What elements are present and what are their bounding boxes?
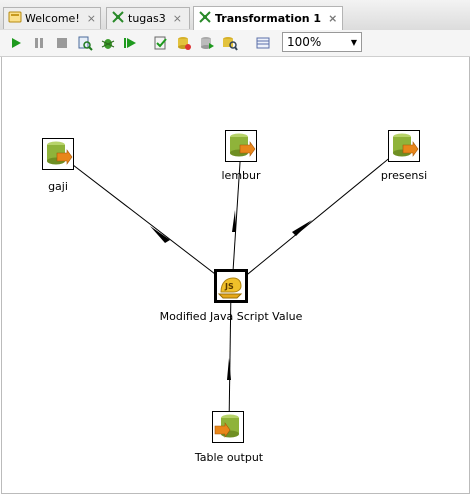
zoom-select[interactable]: 100% ▼ <box>282 32 362 52</box>
hop-arrow <box>232 210 236 232</box>
welcome-icon <box>8 10 22 27</box>
step-table-output[interactable] <box>212 411 244 443</box>
close-icon[interactable]: ⨯ <box>328 12 338 25</box>
hop-arrow <box>227 358 231 380</box>
table-input-icon <box>393 133 419 157</box>
step-gaji[interactable] <box>42 138 74 170</box>
verify-icon[interactable] <box>152 34 170 52</box>
show-results-icon[interactable] <box>254 34 272 52</box>
hop-lembur-js[interactable] <box>231 146 242 288</box>
table-input-icon <box>47 141 73 165</box>
transformation-icon <box>198 10 212 27</box>
debug-icon[interactable] <box>99 34 117 52</box>
tab-label: tugas3 <box>128 12 166 25</box>
step-modified-java-script-value[interactable]: JS <box>214 269 248 303</box>
sql-icon[interactable] <box>198 34 216 52</box>
transformation-toolbar <box>0 30 470 57</box>
run-icon[interactable] <box>7 34 25 52</box>
zoom-value: 100% <box>287 35 322 49</box>
step-label-presensi: presensi <box>380 169 428 182</box>
step-presensi[interactable] <box>388 130 420 162</box>
tab-transformation-1[interactable]: Transformation 1 ⨯ <box>193 6 343 30</box>
step-label-lembur: lembur <box>221 169 261 182</box>
tab-welcome[interactable]: Welcome! ⨯ <box>3 7 101 29</box>
step-label-output: Table output <box>194 451 264 464</box>
step-label-gaji: gaji <box>48 180 68 193</box>
preview-icon[interactable] <box>76 34 94 52</box>
explore-db-icon[interactable] <box>221 34 239 52</box>
hop-arrow <box>150 226 170 243</box>
stop-icon[interactable] <box>53 34 71 52</box>
editor-tab-bar: Welcome! ⨯ tugas3 ⨯ Transformation 1 ⨯ <box>0 0 470 31</box>
hop-arrow <box>292 220 312 236</box>
close-icon[interactable]: ⨯ <box>172 12 182 25</box>
table-input-icon <box>230 133 256 157</box>
close-icon[interactable]: ⨯ <box>86 12 96 25</box>
transformation-icon <box>111 10 125 27</box>
tab-label: Transformation 1 <box>215 12 322 25</box>
hop-gaji-js[interactable] <box>59 154 233 288</box>
hop-js-output[interactable] <box>228 286 232 428</box>
tab-tugas3[interactable]: tugas3 ⨯ <box>106 7 190 29</box>
step-label-js: Modified Java Script Value <box>159 310 303 323</box>
pause-icon[interactable] <box>30 34 48 52</box>
chevron-down-icon[interactable]: ▼ <box>350 37 358 47</box>
javascript-icon: JS <box>217 277 243 299</box>
impact-icon[interactable] <box>175 34 193 52</box>
tab-label: Welcome! <box>25 12 80 25</box>
step-lembur[interactable] <box>225 130 257 162</box>
js-glyph: JS <box>224 282 234 291</box>
replay-icon[interactable] <box>122 34 140 52</box>
hop-presensi-js[interactable] <box>231 146 404 288</box>
table-output-icon <box>214 414 239 438</box>
